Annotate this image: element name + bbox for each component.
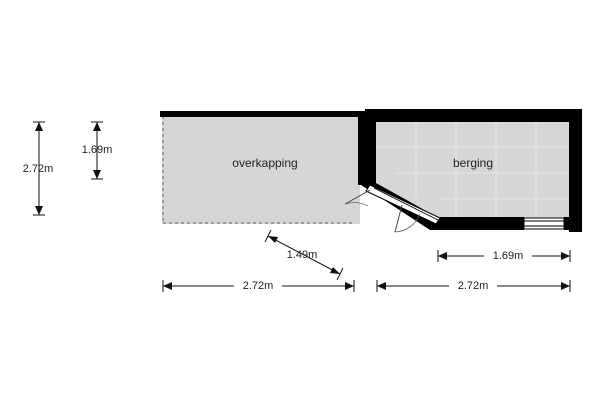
dimension-diagonal: [264, 229, 344, 281]
overkapping-floor: [162, 116, 360, 224]
dimension-label-inner-vertical: 1.69m: [82, 144, 113, 156]
dimension-label-bg-bottom-left: [234, 279, 282, 292]
angled-double-door: [344, 184, 441, 233]
room-label-berging: berging: [453, 156, 493, 170]
berging-floor: [376, 121, 570, 218]
dimension-label-berging-width: 1.69m: [493, 250, 524, 262]
dimension-left-vertical: [33, 121, 45, 216]
room-label-overkapping: overkapping: [232, 156, 297, 170]
dimension-label-bg-bottom-right: [449, 279, 497, 292]
dimension-inner-vertical: [91, 121, 103, 180]
overkapping-top-wall: [160, 111, 372, 117]
berging-tile-grid: [376, 121, 570, 218]
dimension-label-bottom-left: 2.72m: [243, 280, 274, 292]
dimension-label-bg-berging-width: [484, 249, 532, 262]
dimension-label-bottom-right: 2.72m: [458, 280, 489, 292]
dimension-label-diagonal: 1.49m: [287, 249, 318, 261]
berging-walls: [358, 109, 582, 232]
dimension-label-left-vertical: 2.72m: [23, 163, 54, 175]
berging-window: [523, 217, 565, 230]
